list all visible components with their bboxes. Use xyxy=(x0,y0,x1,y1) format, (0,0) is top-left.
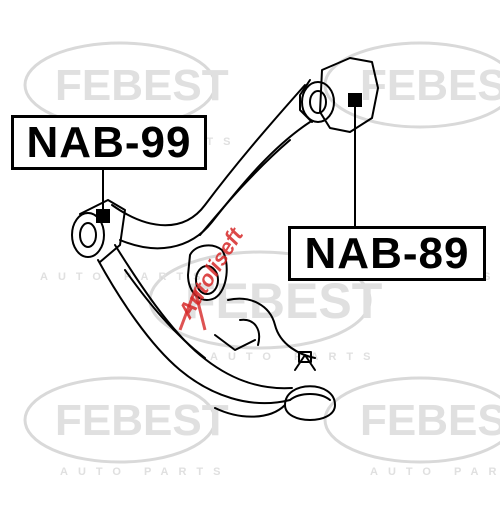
center-boss-hole xyxy=(195,265,219,295)
ball-joint-housing xyxy=(284,385,336,421)
arm-upper-rib xyxy=(199,139,291,236)
arm-lower-edge xyxy=(97,259,291,405)
rear-bushing-eye xyxy=(301,81,335,123)
part-number-text: NAB-89 xyxy=(304,228,470,278)
arm-upper-edge xyxy=(111,84,306,227)
watermark-tagline: AUTO PARTS xyxy=(40,271,211,283)
web-rib-lower xyxy=(214,334,256,351)
part-label-nab89: NAB-89 xyxy=(288,226,486,281)
leader-marker-nab89 xyxy=(348,93,362,107)
watermark-oval xyxy=(23,376,217,464)
ball-joint-nut xyxy=(298,351,312,363)
watermark-tagline: AUTO PARTS xyxy=(210,351,381,363)
ball-joint-stud xyxy=(294,354,316,371)
watermark-oval xyxy=(148,250,372,350)
part-label-nab99: NAB-99 xyxy=(11,115,207,170)
web-rib xyxy=(239,318,260,346)
front-bushing-eye xyxy=(71,212,105,258)
watermark-tagline: AUTO PARTS xyxy=(60,466,231,478)
site-overlay-chevron-icon xyxy=(178,284,207,331)
rear-bushing-housing xyxy=(319,57,379,133)
leader-marker-nab99 xyxy=(96,209,110,223)
front-bushing-bore xyxy=(79,222,97,248)
ball-joint-boot xyxy=(289,393,331,401)
watermark-tagline: AUTO PARTS xyxy=(370,466,500,478)
arm-tip-edge xyxy=(214,404,286,418)
part-number-text: NAB-99 xyxy=(26,117,192,167)
rear-mount-flange xyxy=(299,79,313,123)
watermark-brand: FEBEST xyxy=(360,396,500,445)
watermark-oval xyxy=(323,376,500,464)
front-bushing-collar xyxy=(79,199,126,263)
watermark-brand: FEBEST xyxy=(55,61,229,110)
arm-lower-rib xyxy=(124,269,206,359)
leader-lines xyxy=(96,93,362,226)
watermark-brand: FEBEST xyxy=(360,61,500,110)
control-arm xyxy=(71,57,379,421)
rear-bushing-bore xyxy=(309,90,327,114)
watermark-brand: FEBEST xyxy=(55,396,229,445)
